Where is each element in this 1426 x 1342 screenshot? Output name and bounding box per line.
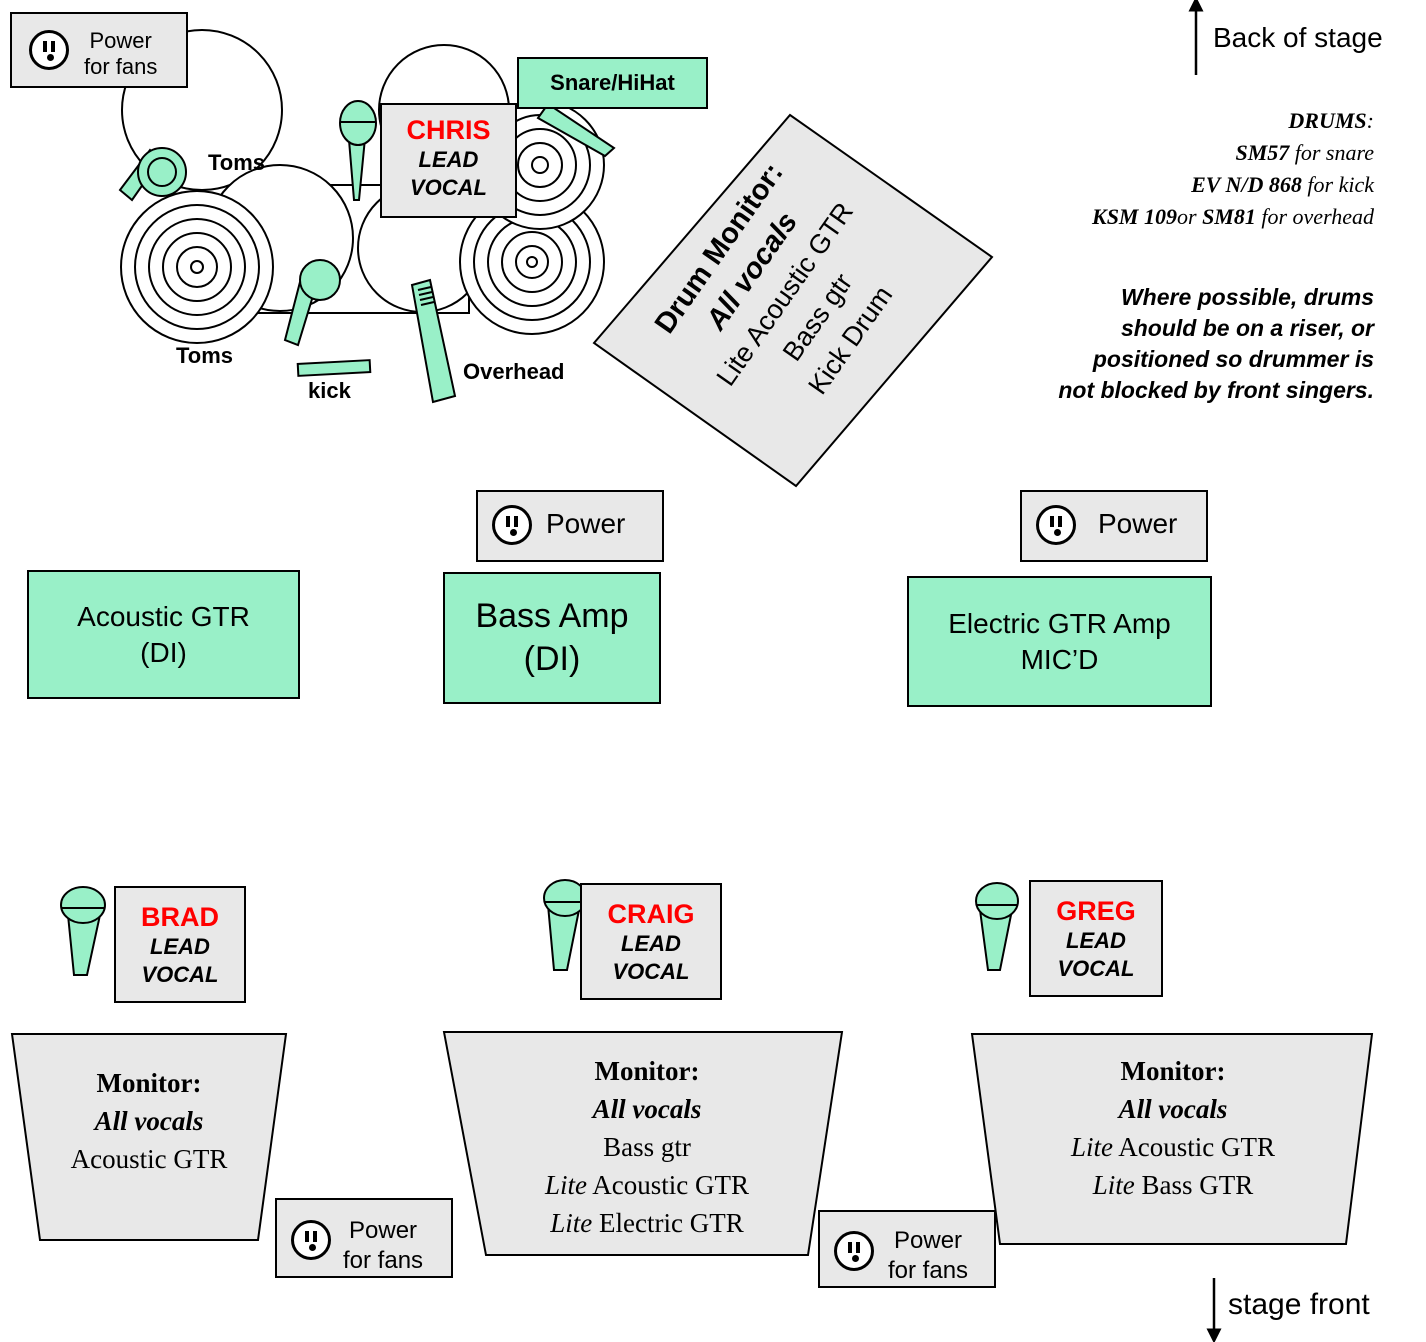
back-of-stage-label: Back of stage bbox=[1213, 22, 1383, 53]
power-fans-bottom-left: Power for fans bbox=[275, 1198, 453, 1278]
chris-name: CHRIS bbox=[406, 115, 491, 145]
power-electric: Power bbox=[1020, 490, 1208, 562]
riser-note: Where possible, drums should be on a ris… bbox=[1058, 284, 1374, 403]
monitor-right-shape bbox=[970, 1033, 1374, 1245]
overhead-mic bbox=[410, 278, 457, 404]
acoustic-gtr-box: Acoustic GTR (DI) bbox=[27, 570, 300, 699]
drums-heading: DRUMS bbox=[1288, 108, 1367, 133]
outlet-icon bbox=[1036, 505, 1076, 545]
brad-vocal-box: BRAD LEAD VOCAL bbox=[114, 886, 246, 1003]
overhead-label: Overhead bbox=[463, 359, 565, 384]
power-fans-bottom-right: Power for fans bbox=[818, 1210, 996, 1288]
outlet-icon bbox=[291, 1220, 331, 1260]
outlet-icon bbox=[834, 1231, 874, 1271]
craig-vocal-box: CRAIG LEAD VOCAL bbox=[580, 883, 722, 1000]
toms-upper-label: Toms bbox=[208, 150, 266, 175]
monitor-left-text: Monitor: All vocals Acoustic GTR bbox=[70, 1068, 228, 1174]
monitor-left-shape bbox=[10, 1033, 288, 1241]
brad-name: BRAD bbox=[141, 902, 219, 932]
snare-hihat-label: Snare/HiHat bbox=[517, 57, 708, 109]
greg-name: GREG bbox=[1056, 896, 1136, 926]
kick-mic bbox=[296, 359, 372, 377]
bass-amp-box: Bass Amp (DI) bbox=[443, 572, 661, 704]
monitor-right-text: Monitor: All vocals Lite Acoustic GTR Li… bbox=[1070, 1056, 1275, 1200]
craig-name: CRAIG bbox=[607, 899, 695, 929]
stage-front-label: stage front bbox=[1228, 1288, 1370, 1321]
chris-vocal-box: CHRIS LEAD VOCAL bbox=[380, 103, 517, 218]
vocal-mics bbox=[60, 879, 1019, 976]
power-bass: Power bbox=[476, 490, 664, 562]
outlet-icon bbox=[29, 30, 69, 70]
electric-gtr-box: Electric GTR Amp MIC’D bbox=[907, 576, 1212, 707]
drum-monitor-shape bbox=[592, 113, 994, 488]
craig-mic bbox=[543, 879, 587, 971]
power-fans-top: Power for fans bbox=[10, 12, 188, 88]
monitor-center-text: Monitor: All vocals Bass gtr Lite Acoust… bbox=[544, 1056, 749, 1238]
monitor-center-shape bbox=[442, 1031, 844, 1256]
toms-lower-label: Toms bbox=[176, 343, 234, 368]
brad-mic bbox=[60, 886, 106, 976]
greg-mic bbox=[975, 882, 1019, 971]
outlet-icon bbox=[492, 505, 532, 545]
drum-mics bbox=[118, 100, 616, 404]
kick-label: kick bbox=[308, 378, 351, 403]
tom-left-rings bbox=[120, 190, 274, 344]
drum-mic-notes: DRUMS: SM57 for snare EV N/D 868 for kic… bbox=[1092, 108, 1374, 229]
greg-vocal-box: GREG LEAD VOCAL bbox=[1029, 880, 1163, 997]
